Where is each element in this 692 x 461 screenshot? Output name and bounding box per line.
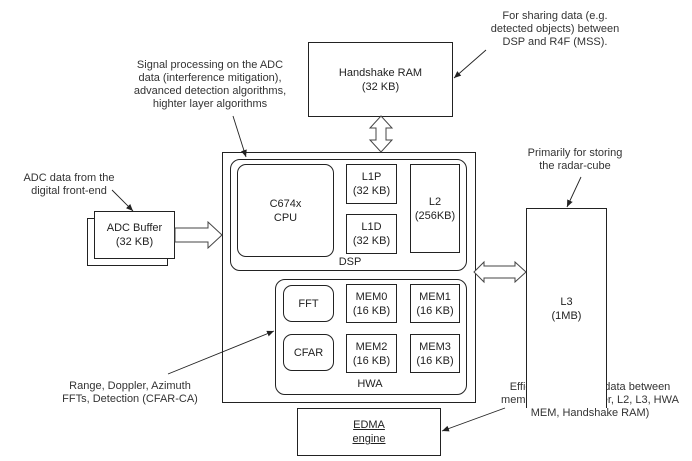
- cpu-block: C674x CPU: [237, 164, 334, 257]
- note-line: Primarily for storing: [527, 147, 623, 159]
- mem2-block: MEM2 (16 KB): [346, 334, 397, 373]
- handshake-dsp-double-arrow: [368, 115, 394, 153]
- block-name: Handshake RAM: [338, 66, 423, 79]
- block-name: ADC Buffer: [106, 222, 163, 234]
- block-name: MEM1: [419, 290, 451, 303]
- fft-block: FFT: [283, 285, 334, 322]
- note-line: Signal processing on the ADC: [136, 59, 284, 71]
- block-name: L1P: [361, 171, 382, 183]
- note-line: data (interference mitigation),: [138, 72, 282, 84]
- note-line: MEM, Handshake RAM): [530, 407, 650, 419]
- note-line: ADC data from the: [23, 172, 115, 184]
- l2-block: L2 (256KB): [410, 164, 460, 253]
- l3-block: L3 (1MB): [526, 208, 607, 408]
- mem0-block: MEM0 (16 KB): [346, 284, 397, 323]
- l3-note-leader: [566, 176, 582, 208]
- handshake-ram-block: Handshake RAM (32 KB): [308, 42, 453, 117]
- note-line: Range, Doppler, Azimuth: [69, 380, 191, 392]
- handshake-note-leader: [453, 49, 487, 79]
- block-name: MEM3: [419, 340, 451, 353]
- hwa-note: Range, Doppler, Azimuth FFTs, Detection …: [60, 380, 200, 406]
- block-name: L3: [560, 295, 573, 308]
- mem1-block: MEM1 (16 KB): [410, 284, 460, 323]
- mem3-block: MEM3 (16 KB): [410, 334, 460, 373]
- note-line: DSP and R4F (MSS).: [502, 36, 608, 48]
- block-size: (32 KB): [352, 235, 391, 247]
- adc-buffer-note: ADC data from the digital front-end: [14, 172, 124, 198]
- dsp-l3-double-arrow: [473, 260, 527, 284]
- note-line: FFTs, Detection (CFAR-CA): [62, 393, 198, 405]
- l1d-block: L1D (32 KB): [346, 214, 397, 254]
- note-line: highter layer algorithms: [152, 98, 268, 110]
- block-name: EDMA: [353, 419, 385, 431]
- block-name: L1D: [361, 221, 382, 233]
- block-name: CFAR: [293, 346, 324, 359]
- dsp-note-leader: [232, 115, 247, 158]
- dsp-note: Signal processing on the ADC data (inter…: [120, 59, 300, 111]
- block-name: MEM0: [355, 290, 388, 303]
- edma-block: EDMA engine: [297, 408, 441, 456]
- block-size: (256KB): [414, 209, 456, 222]
- adc-buffer-block: ADC Buffer (32 KB): [94, 211, 175, 259]
- block-size: (32 KB): [115, 236, 154, 248]
- note-line: the radar-cube: [539, 160, 611, 172]
- hwa-label: HWA: [357, 378, 383, 390]
- dsp-label: DSP: [338, 256, 362, 268]
- block-size: (16 KB): [352, 304, 391, 317]
- adc-to-dsp-arrow: [174, 220, 223, 250]
- block-size: (16 KB): [352, 354, 391, 367]
- block-size: (16 KB): [416, 354, 454, 367]
- edma-note-leader: [441, 407, 506, 432]
- block-size: (16 KB): [416, 304, 454, 317]
- block-size: (32 KB): [352, 185, 391, 197]
- note-line: detected objects) between: [490, 23, 620, 35]
- note-line: advanced detection algorithms,: [133, 85, 287, 97]
- hwa-container: [275, 279, 467, 395]
- note-line: digital front-end: [31, 185, 107, 197]
- handshake-ram-note: For sharing data (e.g. detected objects)…: [470, 10, 640, 49]
- block-sub: CPU: [273, 211, 298, 224]
- block-size: (1MB): [551, 309, 582, 322]
- block-size: (32 KB): [361, 80, 400, 93]
- note-line: For sharing data (e.g.: [502, 10, 608, 22]
- block-name: MEM2: [355, 340, 388, 353]
- l1p-block: L1P (32 KB): [346, 164, 397, 204]
- dsp-container: [230, 159, 467, 271]
- block-name: L2: [428, 195, 442, 208]
- cfar-block: CFAR: [283, 334, 334, 371]
- block-name: C674x: [269, 197, 302, 210]
- block-name: FFT: [298, 297, 319, 310]
- l3-note: Primarily for storing the radar-cube: [510, 147, 640, 173]
- block-sub: engine: [352, 433, 386, 445]
